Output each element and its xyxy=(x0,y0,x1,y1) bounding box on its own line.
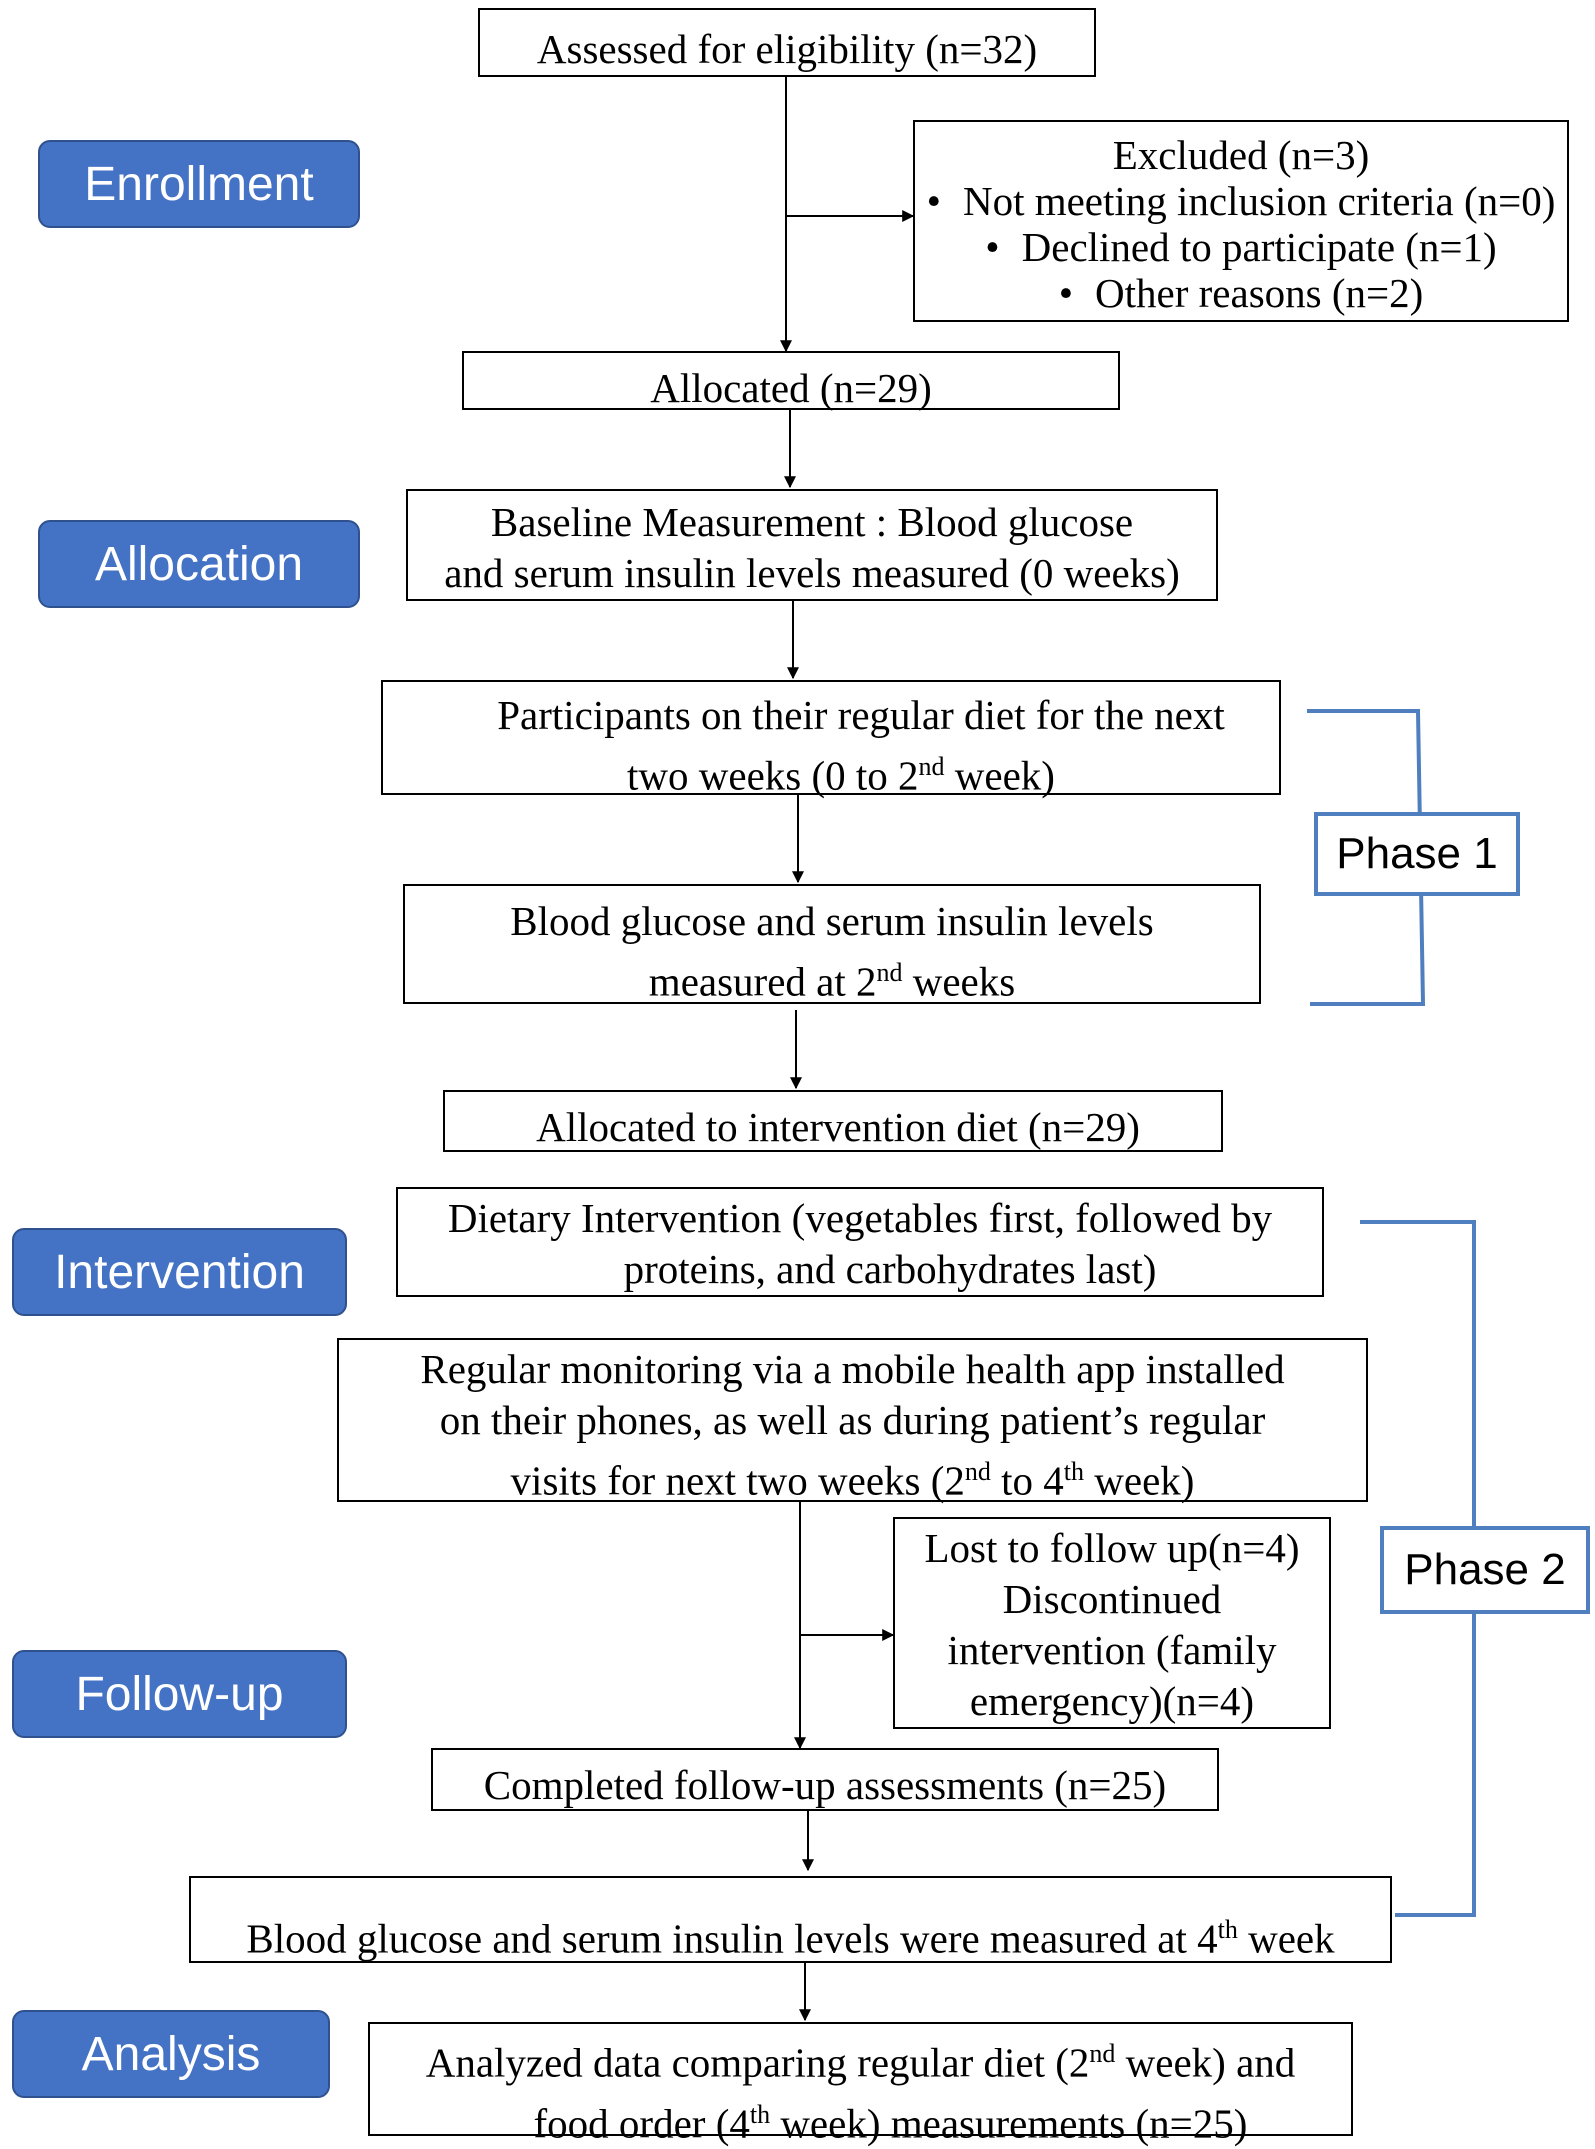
box-allocated-intervention: Allocated to intervention diet (n=29) xyxy=(443,1090,1223,1152)
box-excluded: Excluded (n=3) •Not meeting inclusion cr… xyxy=(913,120,1569,322)
box-allocated: Allocated (n=29) xyxy=(462,351,1120,411)
stage-follow-up-label: Follow-up xyxy=(75,1667,284,1721)
excluded-item: •Not meeting inclusion criteria (n=0) xyxy=(926,178,1556,224)
stage-analysis-label: Analysis xyxy=(81,2027,261,2081)
excluded-item: •Declined to participate (n=1) xyxy=(985,224,1497,270)
stage-enrollment: Enrollment xyxy=(38,140,360,228)
box-measured-2nd: Blood glucose and serum insulin levels m… xyxy=(403,884,1261,1005)
box-completed: Completed follow-up assessments (n=25) xyxy=(431,1748,1219,1811)
bullet-icon: • xyxy=(985,224,1000,270)
box-baseline: Baseline Measurement : Blood glucose and… xyxy=(406,489,1218,601)
box-monitoring: Regular monitoring via a mobile health a… xyxy=(337,1338,1368,1504)
bullet-icon: • xyxy=(1058,270,1074,316)
stage-intervention-label: Intervention xyxy=(54,1245,305,1299)
excluded-title: Excluded (n=3) xyxy=(1112,132,1370,178)
bullet-icon: • xyxy=(926,178,941,224)
stage-follow-up: Follow-up xyxy=(12,1650,347,1738)
box-assessed: Assessed for eligibility (n=32) xyxy=(478,8,1096,77)
phase-1-label: Phase 1 xyxy=(1314,812,1520,896)
phase-2-label: Phase 2 xyxy=(1380,1526,1590,1614)
box-measured-4th: Blood glucose and serum insulin levels w… xyxy=(189,1876,1392,1963)
stage-enrollment-label: Enrollment xyxy=(84,157,314,211)
box-analyzed: Analyzed data comparing regular diet (2n… xyxy=(368,2022,1353,2146)
stage-intervention: Intervention xyxy=(12,1228,347,1316)
stage-allocation: Allocation xyxy=(38,520,360,608)
box-lost-to-follow-up: Lost to follow up(n=4) Discontinued inte… xyxy=(893,1517,1331,1729)
stage-allocation-label: Allocation xyxy=(94,537,304,591)
stage-analysis: Analysis xyxy=(12,2010,330,2098)
box-dietary-intervention: Dietary Intervention (vegetables first, … xyxy=(396,1187,1324,1297)
box-regular-diet: Participants on their regular diet for t… xyxy=(381,680,1281,799)
excluded-item: •Other reasons (n=2) xyxy=(1058,270,1424,316)
